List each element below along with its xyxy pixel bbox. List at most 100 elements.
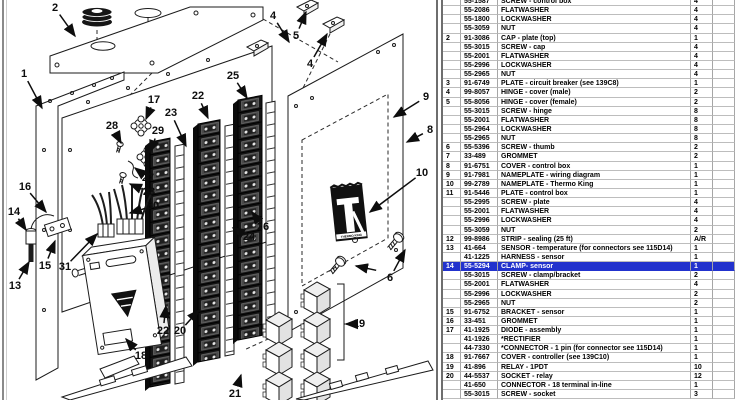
description-cell: NUT bbox=[498, 24, 691, 34]
qty-cell: 4 bbox=[691, 207, 713, 217]
item-cell: 8 bbox=[443, 161, 461, 171]
callout-arrow bbox=[393, 248, 406, 272]
callout-arrow bbox=[231, 227, 247, 239]
item-cell bbox=[443, 124, 461, 135]
parts-row[interactable]: 44-7330*CONNECTOR - 1 pin (for connector… bbox=[443, 344, 735, 354]
spare-cell bbox=[713, 262, 735, 272]
callout-number: 14 bbox=[8, 206, 21, 218]
panel-splitter[interactable] bbox=[436, 0, 443, 400]
qty-cell: 2 bbox=[691, 298, 713, 308]
description-cell: *CONNECTOR - 1 pin (for connector see 11… bbox=[498, 344, 691, 354]
spare-cell bbox=[713, 326, 735, 336]
part-number-cell: 55-2965 bbox=[461, 70, 498, 80]
qty-cell: 1 bbox=[691, 188, 713, 199]
callout-arrow bbox=[184, 308, 201, 326]
callout-number: 30 bbox=[147, 200, 159, 212]
part-number-cell: 41-664 bbox=[461, 243, 498, 253]
circuit-breaker bbox=[130, 115, 152, 137]
qty-cell: 4 bbox=[691, 216, 713, 226]
item-cell: 6 bbox=[443, 143, 461, 153]
part-number-cell: 44-5537 bbox=[461, 371, 498, 381]
item-cell bbox=[443, 216, 461, 226]
qty-cell: 1 bbox=[691, 316, 713, 327]
description-cell: NAMEPLATE - wiring diagram bbox=[498, 170, 691, 180]
qty-cell: 10 bbox=[691, 362, 713, 372]
part-number-cell: 55-2996 bbox=[461, 289, 498, 299]
qty-cell: 8 bbox=[691, 134, 713, 144]
description-cell: FLATWASHER bbox=[498, 51, 691, 61]
description-cell: NUT bbox=[498, 298, 691, 308]
callout-arrow bbox=[18, 260, 30, 280]
qty-cell: 1 bbox=[691, 79, 713, 89]
spare-cell bbox=[713, 88, 735, 98]
part-number-cell: 91-3086 bbox=[461, 33, 498, 43]
spare-cell bbox=[713, 289, 735, 299]
spare-cell bbox=[713, 225, 735, 235]
item-cell: 16 bbox=[443, 316, 461, 327]
description-cell: FLATWASHER bbox=[498, 280, 691, 290]
description-cell: HARNESS - sensor bbox=[498, 252, 691, 263]
description-cell: SENSOR - temperature (for connectors see… bbox=[498, 243, 691, 253]
spare-cell bbox=[713, 390, 735, 400]
part-number-cell: 99-2789 bbox=[461, 179, 498, 189]
item-cell bbox=[443, 298, 461, 308]
item-cell bbox=[443, 51, 461, 61]
item-cell bbox=[443, 106, 461, 116]
spare-cell bbox=[713, 252, 735, 263]
spare-cell bbox=[713, 234, 735, 244]
spare-cell bbox=[713, 70, 735, 80]
qty-cell: 2 bbox=[691, 97, 713, 107]
item-cell bbox=[443, 380, 461, 391]
callout-arrow bbox=[276, 22, 290, 44]
qty-cell: A/R bbox=[691, 234, 713, 244]
qty-cell: 1 bbox=[691, 33, 713, 43]
item-cell bbox=[443, 271, 461, 281]
callout-number: 28 bbox=[106, 120, 118, 132]
part-number-cell: 55-2086 bbox=[461, 6, 498, 16]
